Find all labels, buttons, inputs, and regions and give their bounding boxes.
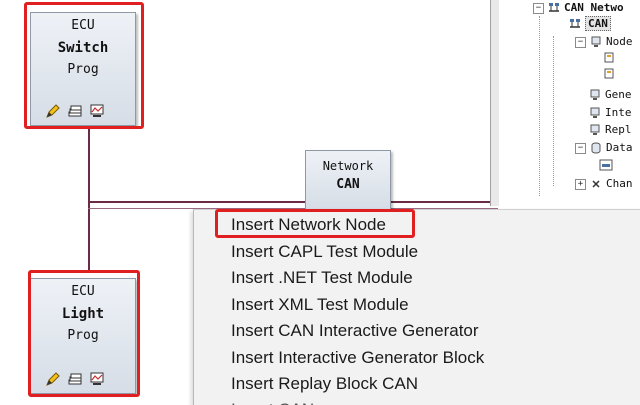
network-can-node[interactable]: Network CAN [305, 150, 391, 209]
dbc-file-icon [599, 159, 613, 171]
tree-item-can-network[interactable]: − CAN Netwo [533, 0, 624, 16]
menu-item-insert-can-interactive-generator[interactable]: Insert CAN Interactive Generator [231, 321, 479, 340]
context-menu: Insert Network Node Insert CAPL Test Mod… [193, 209, 640, 405]
expand-icon[interactable]: + [575, 178, 586, 190]
network-icon [548, 2, 560, 14]
node-icon [589, 107, 601, 119]
menu-item-insert-xml-test-module[interactable]: Insert XML Test Module [231, 295, 409, 314]
node-prog-label: Prog [67, 328, 99, 343]
tree-item-label: Node [606, 35, 633, 48]
node-type-label: ECU [71, 284, 95, 299]
tree-item-child-node[interactable] [603, 66, 619, 82]
tree-item-child-node[interactable] [603, 50, 619, 66]
tree-item-label: Inte [605, 106, 632, 119]
menu-item-cut-off[interactable]: Insert CAN ... [231, 397, 333, 405]
channel-icon [590, 178, 602, 190]
node-icon [603, 68, 615, 80]
tree-item-label: Repl [605, 123, 632, 136]
tree-item-replay[interactable]: Repl [589, 122, 632, 138]
menu-item-insert-capl-test-module[interactable]: Insert CAPL Test Module [231, 242, 419, 261]
ecu-light-node[interactable]: ECU Light Prog [30, 278, 136, 394]
node-type-label: ECU [71, 18, 95, 33]
node-prog-label: Prog [67, 62, 99, 77]
tree-item-generator[interactable]: Gene [589, 87, 632, 103]
pencil-icon[interactable] [45, 103, 61, 119]
menu-item-insert-net-test-module[interactable]: Insert .NET Test Module [231, 268, 413, 287]
node-icon [603, 52, 615, 64]
node-name-label: Switch [57, 40, 109, 56]
can-bus-line-shadow [88, 208, 498, 209]
tree-item-label: Data [606, 141, 633, 154]
node-icon [589, 89, 601, 101]
bus-icon [569, 18, 581, 30]
node-icon [589, 124, 601, 136]
node-icon [590, 36, 602, 48]
collapse-icon[interactable]: − [575, 142, 586, 154]
bus-connection-line [88, 127, 90, 273]
network-label: Network [322, 159, 374, 173]
tree-item-dbc-file[interactable] [599, 157, 615, 173]
monitor-icon[interactable] [89, 103, 105, 119]
node-name-label: Light [61, 306, 105, 322]
can-bus-line[interactable] [88, 201, 498, 203]
menu-item-insert-network-node[interactable]: Insert Network Node [231, 215, 386, 234]
database-icon [590, 142, 602, 154]
configuration-tree: − CAN Netwo CAN − Node Gene Inte Repl − Dat… [499, 0, 640, 206]
tree-item-can[interactable]: CAN [569, 16, 611, 32]
tree-item-label: Chan [606, 177, 633, 190]
tree-item-databases[interactable]: − Data [575, 140, 633, 156]
collapse-icon[interactable]: − [575, 36, 586, 48]
pencil-icon[interactable] [45, 371, 61, 387]
ecu-switch-node[interactable]: ECU Switch Prog [30, 12, 136, 126]
tree-item-label: Gene [605, 88, 632, 101]
tree-item-label: CAN [585, 16, 611, 31]
network-name-label: CAN [336, 177, 360, 192]
menu-item-insert-replay-block-can[interactable]: Insert Replay Block CAN [231, 374, 419, 393]
tree-item-channels[interactable]: + Chan [575, 176, 633, 192]
monitor-icon[interactable] [89, 371, 105, 387]
tree-guide-line [553, 36, 554, 186]
menu-item-insert-interactive-generator-block[interactable]: Insert Interactive Generator Block [231, 348, 485, 367]
tree-guide-line [539, 16, 540, 196]
tree-item-interactive[interactable]: Inte [589, 105, 632, 121]
tree-item-label: CAN Netwo [564, 1, 624, 14]
tree-item-nodes[interactable]: − Node [575, 34, 633, 50]
stack-icon[interactable] [67, 103, 83, 119]
stack-icon[interactable] [67, 371, 83, 387]
collapse-icon[interactable]: − [533, 2, 544, 14]
